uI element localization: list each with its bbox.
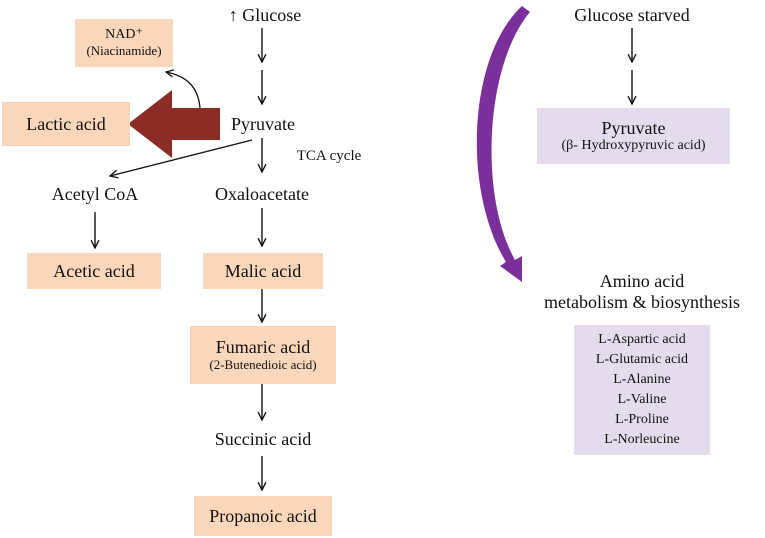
nad-label: NAD⁺ — [105, 27, 143, 43]
lactic-acid-box: Lactic acid — [2, 102, 130, 146]
amino-acid-item: L-Glutamic acid — [595, 352, 689, 367]
amino-title-line2: metabolism & biosynthesis — [544, 292, 740, 312]
glucose-starved-label: Glucose starved — [574, 4, 690, 25]
glucose-label: ↑ Glucose — [228, 4, 302, 25]
pyruvate-label: Pyruvate — [231, 113, 295, 134]
amino-acid-item: L-Alanine — [613, 372, 671, 387]
tca-cycle-label: TCA cycle — [296, 148, 362, 165]
lactic-acid-big-arrow — [128, 90, 220, 158]
arrow-pyruvate-to-acetyl-coa — [110, 139, 253, 176]
amino-acid-item: L-Valine — [617, 392, 667, 407]
acetyl-coa-label: Acetyl CoA — [51, 183, 139, 204]
amino-acid-title: Amino acid metabolism & biosynthesis — [520, 268, 764, 316]
fumaric-acid-label: Fumaric acid — [215, 337, 311, 358]
arrow-to-nad — [166, 72, 201, 109]
amino-acid-item: L-Proline — [615, 412, 669, 427]
amino-acid-item: L-Aspartic acid — [598, 332, 686, 347]
pyruvate-right-box: Pyruvate (β- Hydroxypyruvic acid) — [537, 108, 730, 164]
amino-acid-list-box: L-Aspartic acid L-Glutamic acid L-Alanin… — [574, 325, 710, 455]
propanoic-acid-box: Propanoic acid — [194, 496, 332, 536]
malic-acid-box: Malic acid — [203, 253, 323, 289]
pyruvate-right-label: Pyruvate — [601, 117, 666, 138]
oxaloacetate-label: Oxaloacetate — [215, 183, 309, 204]
glucose-starved-purple-arrow — [476, 6, 530, 282]
fumaric-acid-box: Fumaric acid (2-Butenedioic acid) — [190, 326, 336, 384]
niacinamide-label: (Niacinamide) — [86, 42, 162, 58]
amino-title-line1: Amino acid — [599, 271, 685, 292]
succinic-acid-label: Succinic acid — [214, 428, 312, 449]
acetic-acid-box: Acetic acid — [27, 253, 161, 289]
amino-acid-item: L-Norleucine — [604, 432, 680, 447]
hydroxypyruvic-label: (β- Hydroxypyruvic acid) — [561, 138, 706, 154]
butenedioic-label: (2-Butenedioic acid) — [209, 356, 317, 372]
nad-box: NAD⁺ (Niacinamide) — [75, 19, 173, 67]
